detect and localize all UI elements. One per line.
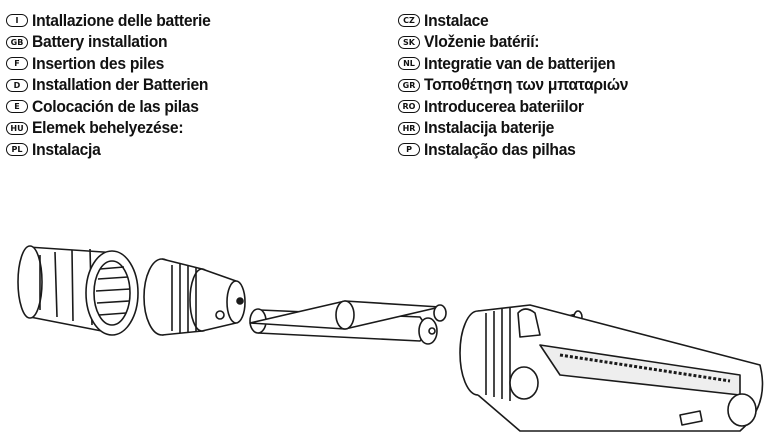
instruction-label-sk: Vloženie batérií: bbox=[424, 32, 540, 52]
instruction-label-nl: Integratie van de batterijen bbox=[424, 53, 616, 73]
instruction-it: I Intallazione delle batterie bbox=[6, 10, 226, 32]
instruction-gb: GB Battery installation bbox=[6, 32, 226, 54]
instruction-label-hu: Elemek behelyezése: bbox=[32, 118, 184, 138]
lang-badge-gb: GB bbox=[6, 35, 28, 49]
battery-installation-illustration bbox=[17, 245, 764, 432]
lang-badge-gr: GR bbox=[398, 78, 420, 92]
instruction-hu: HU Elemek behelyezése: bbox=[6, 118, 226, 140]
instruction-label-es: Colocación de las pilas bbox=[32, 96, 199, 116]
instruction-label-gb: Battery installation bbox=[32, 32, 168, 52]
instruction-label-pt: Instalação das pilhas bbox=[424, 139, 576, 159]
instruction-es: E Colocación de las pilas bbox=[6, 96, 226, 118]
end-cap bbox=[17, 245, 139, 336]
instruction-sk: SK Vloženie batérií: bbox=[398, 32, 646, 54]
lang-badge-ro: RO bbox=[398, 100, 420, 114]
lang-badge-fr: F bbox=[6, 57, 28, 71]
instructions-left-column: I Intallazione delle batterie GB Battery i… bbox=[6, 10, 226, 161]
instruction-pt: P Instalação das pilhas bbox=[398, 139, 646, 161]
torch-body bbox=[459, 304, 764, 432]
lang-badge-nl: NL bbox=[398, 57, 420, 71]
battery-holder bbox=[143, 258, 246, 336]
batteries bbox=[249, 300, 447, 345]
lang-badge-es: E bbox=[6, 100, 28, 114]
instruction-label-it: Intallazione delle batterie bbox=[32, 10, 211, 30]
instructions-right-column: CZ Instalace SK Vloženie batérií: NL Integr… bbox=[398, 10, 646, 161]
instruction-hr: HR Instalacija baterije bbox=[398, 118, 646, 140]
instruction-fr: F Insertion des piles bbox=[6, 53, 226, 75]
lang-badge-pl: PL bbox=[6, 143, 28, 157]
lang-badge-cz: CZ bbox=[398, 14, 420, 28]
instruction-pl: PL Instalacja bbox=[6, 139, 226, 161]
instruction-gr: GR Τοποθέτηση των μπαταριών bbox=[398, 75, 646, 97]
instruction-de: D Installation der Batterien bbox=[6, 75, 226, 97]
lang-badge-de: D bbox=[6, 78, 28, 92]
instruction-label-hr: Instalacija baterije bbox=[424, 118, 555, 138]
instruction-label-ro: Introducerea bateriilor bbox=[424, 96, 584, 116]
instruction-label-gr: Τοποθέτηση των μπαταριών bbox=[424, 75, 629, 95]
instruction-label-de: Installation der Batterien bbox=[32, 75, 209, 95]
instruction-label-cz: Instalace bbox=[424, 10, 489, 30]
instruction-nl: NL Integratie van de batterijen bbox=[398, 53, 646, 75]
instruction-label-pl: Instalacja bbox=[32, 139, 101, 159]
instruction-cz: CZ Instalace bbox=[398, 10, 646, 32]
lang-badge-pt: P bbox=[398, 143, 420, 157]
instruction-label-fr: Insertion des piles bbox=[32, 53, 165, 73]
lang-badge-it: I bbox=[6, 14, 28, 28]
lang-badge-hu: HU bbox=[6, 121, 28, 135]
lang-badge-sk: SK bbox=[398, 35, 420, 49]
instruction-ro: RO Introducerea bateriilor bbox=[398, 96, 646, 118]
lang-badge-hr: HR bbox=[398, 121, 420, 135]
